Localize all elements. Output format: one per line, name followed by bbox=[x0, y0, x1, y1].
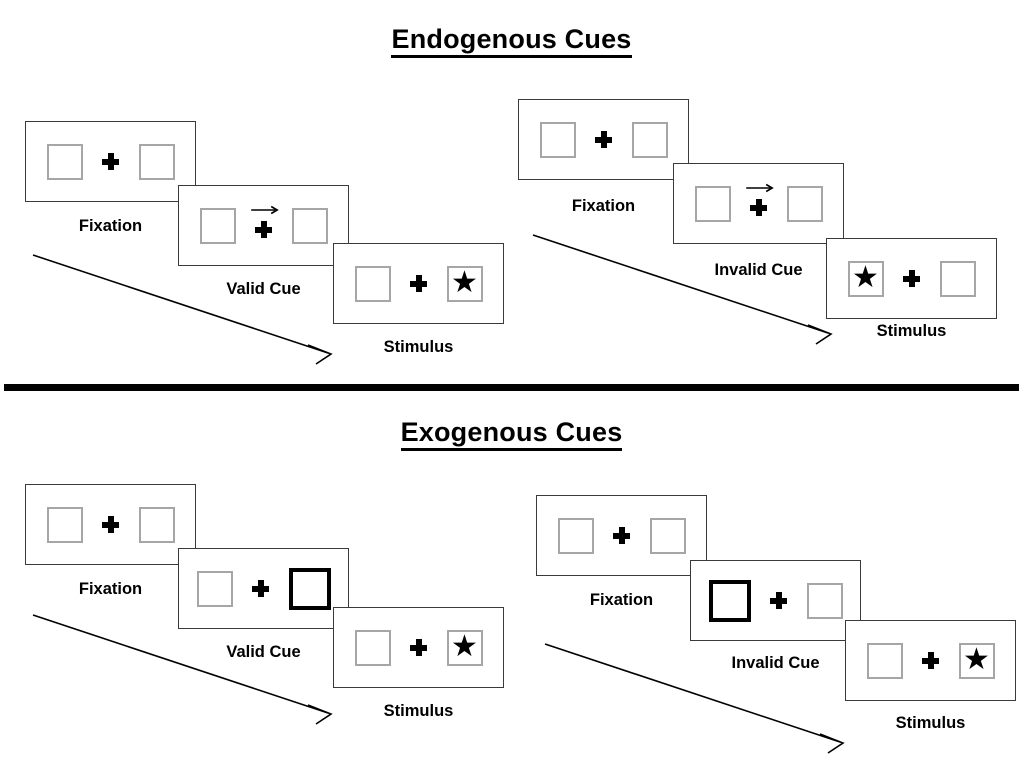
trial-panel-exo-invalid-cue[interactable] bbox=[690, 560, 861, 641]
right-box[interactable]: ★ bbox=[446, 629, 483, 666]
right-box[interactable] bbox=[138, 143, 175, 180]
left-box[interactable] bbox=[539, 121, 576, 158]
left-box[interactable] bbox=[199, 207, 236, 244]
right-box[interactable]: ★ bbox=[446, 265, 483, 302]
caption-endo-invalid-stimulus: Stimulus bbox=[876, 322, 947, 340]
caption-exo-invalid-stimulus: Stimulus bbox=[895, 714, 966, 732]
left-box[interactable] bbox=[694, 185, 731, 222]
left-box[interactable] bbox=[354, 629, 391, 666]
caption-exo-invalid-fixation: Fixation bbox=[589, 591, 654, 609]
section-title-endogenous: Endogenous Cues bbox=[0, 24, 1023, 58]
section-title-exogenous: Exogenous Cues bbox=[0, 417, 1023, 451]
caption-endo-valid-stimulus: Stimulus bbox=[383, 338, 454, 356]
right-box[interactable] bbox=[138, 506, 175, 543]
fixation-cross-wrap bbox=[240, 204, 288, 248]
caption-exo-valid-fixation: Fixation bbox=[78, 580, 143, 598]
section-divider bbox=[4, 384, 1019, 391]
trial-panel-exo-invalid-fixation[interactable] bbox=[536, 495, 707, 576]
trial-panel-exo-valid-cue[interactable] bbox=[178, 548, 349, 629]
flow-arrow-endogenous-invalid bbox=[532, 234, 833, 345]
fixation-cross-icon bbox=[613, 527, 630, 544]
fixation-cross-wrap bbox=[87, 140, 135, 184]
fixation-cross-icon bbox=[903, 270, 920, 287]
fixation-cross-icon bbox=[750, 199, 767, 216]
star-icon: ★ bbox=[451, 629, 478, 663]
right-box[interactable] bbox=[806, 582, 843, 619]
caption-exo-valid-stimulus: Stimulus bbox=[383, 702, 454, 720]
left-box-cued[interactable] bbox=[708, 579, 751, 622]
trial-panel-endo-invalid-fixation[interactable] bbox=[518, 99, 689, 180]
left-box[interactable] bbox=[354, 265, 391, 302]
section-title-endogenous-text: Endogenous Cues bbox=[391, 24, 632, 58]
fixation-cross-wrap bbox=[395, 626, 443, 670]
star-icon: ★ bbox=[451, 265, 478, 299]
left-box[interactable] bbox=[46, 506, 83, 543]
fixation-cross-wrap bbox=[888, 257, 936, 301]
right-box[interactable] bbox=[291, 207, 328, 244]
trial-panel-endo-invalid-cue[interactable] bbox=[673, 163, 844, 244]
right-box-cued[interactable] bbox=[288, 567, 331, 610]
star-icon: ★ bbox=[963, 642, 990, 676]
left-box[interactable] bbox=[46, 143, 83, 180]
fixation-cross-icon bbox=[102, 516, 119, 533]
caption-endo-invalid-fixation: Fixation bbox=[571, 197, 636, 215]
left-box[interactable] bbox=[866, 642, 903, 679]
trial-panel-endo-valid-stimulus[interactable]: ★ bbox=[333, 243, 504, 324]
trial-panel-endo-valid-fixation[interactable] bbox=[25, 121, 196, 202]
star-icon: ★ bbox=[852, 260, 879, 294]
fixation-cross-wrap bbox=[598, 514, 646, 558]
right-box[interactable] bbox=[631, 121, 668, 158]
section-title-exogenous-text: Exogenous Cues bbox=[400, 417, 623, 451]
fixation-cross-wrap bbox=[907, 639, 955, 683]
left-box[interactable]: ★ bbox=[847, 260, 884, 297]
fixation-cross-wrap bbox=[735, 182, 783, 226]
fixation-cross-icon bbox=[770, 592, 787, 609]
caption-exo-valid-cue: Valid Cue bbox=[226, 643, 301, 661]
trial-panel-endo-invalid-stimulus[interactable]: ★ bbox=[826, 238, 997, 319]
fixation-cross-wrap bbox=[87, 503, 135, 547]
caption-endo-invalid-cue: Invalid Cue bbox=[714, 261, 803, 279]
fixation-cross-wrap bbox=[237, 567, 285, 611]
left-box[interactable] bbox=[196, 570, 233, 607]
fixation-cross-icon bbox=[922, 652, 939, 669]
fixation-cross-icon bbox=[252, 580, 269, 597]
fixation-cross-icon bbox=[102, 153, 119, 170]
right-box[interactable]: ★ bbox=[958, 642, 995, 679]
trial-panel-exo-invalid-stimulus[interactable]: ★ bbox=[845, 620, 1016, 701]
flow-arrow-endogenous-valid bbox=[32, 254, 333, 365]
right-box[interactable] bbox=[939, 260, 976, 297]
caption-endo-valid-cue: Valid Cue bbox=[226, 280, 301, 298]
right-box[interactable] bbox=[649, 517, 686, 554]
trial-panel-exo-valid-fixation[interactable] bbox=[25, 484, 196, 565]
fixation-cross-icon bbox=[255, 221, 272, 238]
right-box[interactable] bbox=[786, 185, 823, 222]
fixation-cross-icon bbox=[410, 275, 427, 292]
caption-endo-valid-fixation: Fixation bbox=[78, 217, 143, 235]
fixation-cross-icon bbox=[410, 639, 427, 656]
trial-panel-exo-valid-stimulus[interactable]: ★ bbox=[333, 607, 504, 688]
fixation-cross-wrap bbox=[395, 262, 443, 306]
left-box[interactable] bbox=[557, 517, 594, 554]
fixation-cross-wrap bbox=[580, 118, 628, 162]
cue-arrow-right-icon bbox=[745, 183, 774, 192]
caption-exo-invalid-cue: Invalid Cue bbox=[731, 654, 820, 672]
fixation-cross-wrap bbox=[755, 579, 803, 623]
fixation-cross-icon bbox=[595, 131, 612, 148]
cue-arrow-right-icon bbox=[250, 205, 279, 214]
trial-panel-endo-valid-cue[interactable] bbox=[178, 185, 349, 266]
